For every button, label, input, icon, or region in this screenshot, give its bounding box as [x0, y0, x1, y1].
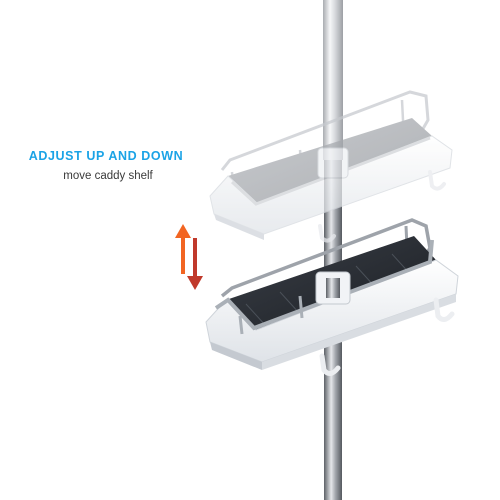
- up-down-arrows-icon: [175, 224, 203, 290]
- upper-shelf-ghost: [209, 90, 453, 243]
- caption-subline: move caddy shelf: [63, 170, 153, 182]
- lower-shelf: [205, 218, 459, 376]
- caption-headline: ADJUST UP AND DOWN: [28, 149, 184, 163]
